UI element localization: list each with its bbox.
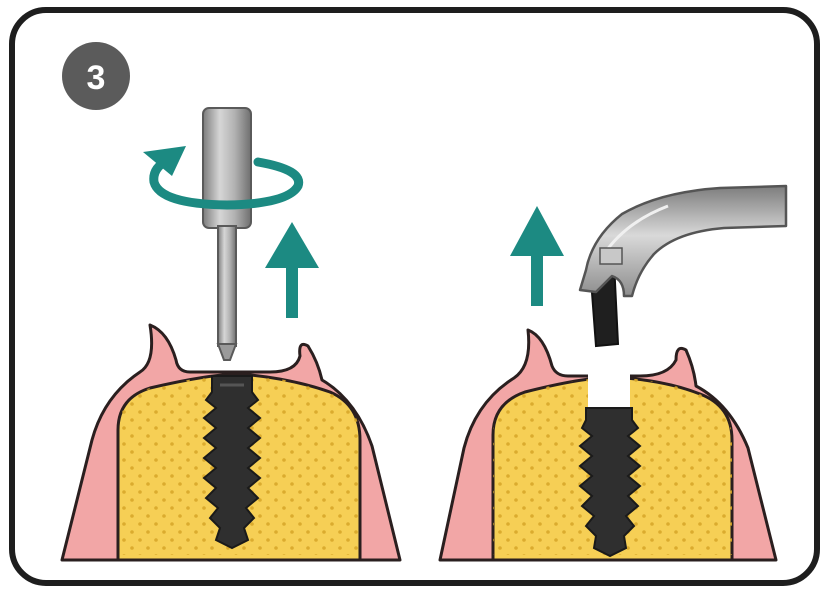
step-number: 3 — [87, 59, 106, 97]
step-badge-icon: 3 — [62, 42, 130, 110]
